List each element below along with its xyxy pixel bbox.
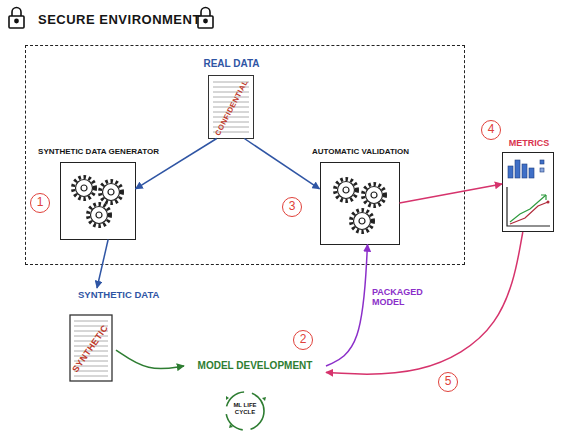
process-box: AUTOMATIC VALIDATION xyxy=(320,162,400,245)
stamp-text: SYNTHETIC xyxy=(71,323,111,374)
node-label: AUTOMATIC VALIDATION xyxy=(306,148,416,157)
flow-arrow xyxy=(136,139,217,189)
callout-number: 1 xyxy=(30,193,50,213)
node-label: SYNTHETIC DATA GENERATOR xyxy=(31,148,167,157)
metrics-box: METRICS xyxy=(502,152,554,232)
node-label: METRICS xyxy=(493,139,565,149)
flow-arrow xyxy=(116,350,184,369)
flow-arrow xyxy=(326,232,523,374)
callout-number: 2 xyxy=(293,330,313,350)
process-box: SYNTHETIC DATA GENERATOR xyxy=(60,162,136,240)
stamp-text: CONFIDENTIAL xyxy=(213,78,249,136)
flow-arrow xyxy=(97,240,108,289)
line-chart-icon xyxy=(507,187,550,226)
cycle-arc xyxy=(226,392,264,430)
node-label: REAL DATA xyxy=(187,58,277,69)
cycle-circle: ML LIFE CYCLE xyxy=(223,389,267,433)
node-label: SYNTHETIC DATA xyxy=(78,290,159,300)
document-outline xyxy=(70,315,112,381)
callout-number: 5 xyxy=(438,372,458,392)
lock-icon xyxy=(9,8,24,28)
gear-icon xyxy=(335,179,385,232)
document-icon: SYNTHETIC DATASYNTHETIC xyxy=(66,288,116,382)
process-label: MODEL DEVELOPMENT xyxy=(184,358,326,374)
callout-number: 4 xyxy=(481,120,501,140)
node-label: MODEL DEVELOPMENT xyxy=(184,360,326,371)
bar-chart-icon xyxy=(508,160,544,178)
flow-arrow xyxy=(244,139,319,189)
gear-icon xyxy=(73,177,122,226)
flow-arrow xyxy=(326,245,368,367)
node-label: ML LIFE CYCLE xyxy=(231,402,259,415)
secure-boundary: SECURE ENVIRONMENTREAL DATACONFIDENTIALS… xyxy=(25,45,465,265)
edge-label: PACKAGED MODEL xyxy=(372,287,428,308)
flow-arrow xyxy=(400,184,503,203)
callout-number: 3 xyxy=(282,197,302,217)
boundary-title: SECURE ENVIRONMENT xyxy=(38,13,201,27)
document-icon: REAL DATACONFIDENTIAL xyxy=(208,75,254,139)
